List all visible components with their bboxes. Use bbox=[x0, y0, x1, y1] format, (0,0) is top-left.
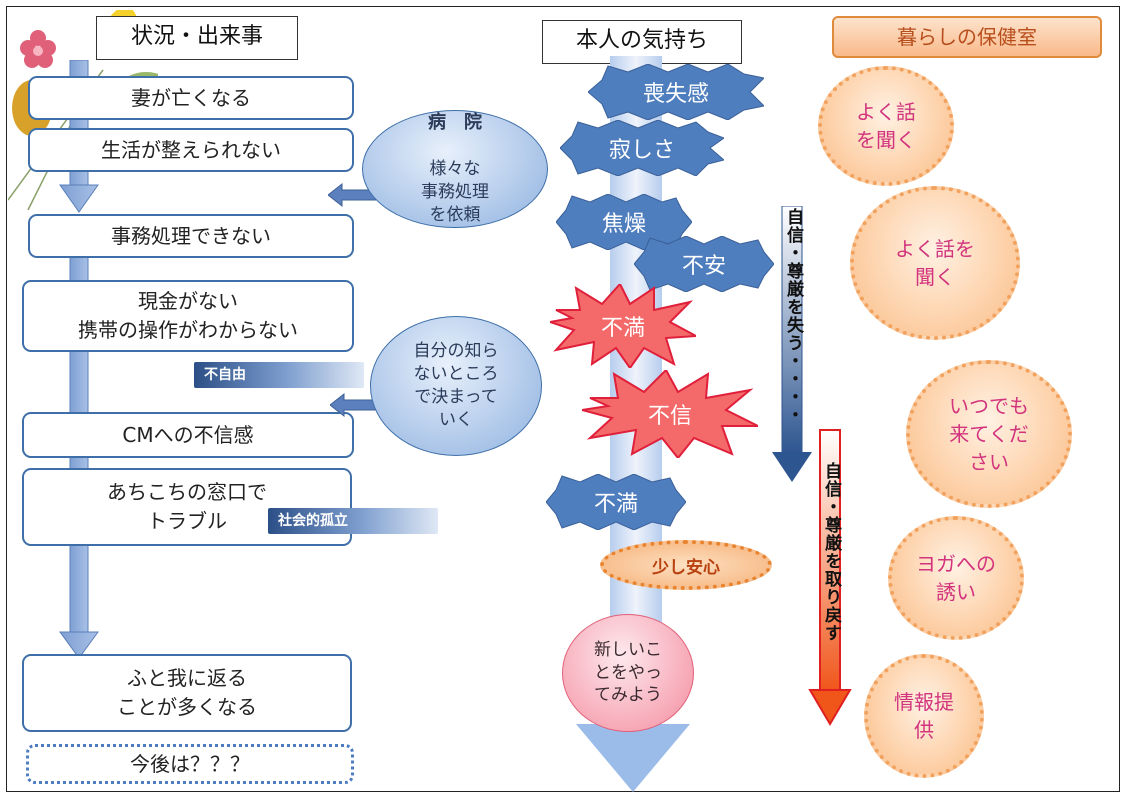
feeling-explosion-shape bbox=[550, 284, 696, 368]
support-come-anytime: いつでも 来てくだ さい bbox=[906, 360, 1072, 508]
event-box: あちこちの窓口で トラブル bbox=[22, 468, 352, 546]
left-arrow-icon bbox=[328, 182, 378, 208]
feeling-anxiety: 不安 bbox=[681, 254, 726, 279]
feeling-loneliness: 寂しさ bbox=[608, 138, 675, 163]
callout-decided-without-me: 自分の知ら ないところ で決まって いく bbox=[370, 316, 542, 456]
feeling-try-new: 新しいこ とをやっ てみよう bbox=[562, 614, 694, 732]
feeling-slight-relief: 少し安心 bbox=[600, 540, 772, 590]
header-feelings: 本人の気持ち bbox=[542, 20, 742, 64]
event-box: 妻が亡くなる bbox=[28, 76, 354, 120]
event-box-future: 今後は？？？ bbox=[26, 744, 354, 784]
down-arrow-icon bbox=[772, 206, 812, 482]
feeling-burst-shape bbox=[546, 474, 686, 530]
support-yoga: ヨガへの 誘い bbox=[888, 516, 1024, 640]
feeling-distrust: 不信 bbox=[647, 404, 692, 429]
callout-hospital-body: 様々な 事務処理 を依頼 bbox=[421, 159, 489, 226]
support-listen-1: よく話 を聞く bbox=[818, 66, 954, 186]
event-box: 現金がない 携帯の操作がわからない bbox=[22, 280, 354, 352]
feeling-impatience: 焦燥 bbox=[601, 212, 646, 237]
tag-fujiyu: 不自由 bbox=[194, 362, 364, 388]
feeling-explosion-shape bbox=[582, 370, 758, 458]
event-box: CMへの不信感 bbox=[22, 412, 354, 458]
feeling-dissatisfaction: 不満 bbox=[600, 316, 645, 341]
feeling-loss: 喪失感 bbox=[642, 82, 709, 107]
callout-hospital-title: 病 院 bbox=[428, 111, 482, 133]
feeling-burst-shape bbox=[588, 64, 764, 120]
label-regain-confidence: 自信・尊厳を取り戻す bbox=[821, 462, 841, 642]
feeling-burst-shape bbox=[560, 120, 724, 176]
left-arrow-icon bbox=[330, 392, 380, 418]
support-listen-2: よく話を 聞く bbox=[850, 186, 1020, 340]
label-lose-confidence: 自信・尊厳を失う・・・・ bbox=[783, 208, 803, 424]
event-box: ふと我に返る ことが多くなる bbox=[22, 654, 352, 732]
diagram-frame bbox=[6, 6, 1120, 792]
down-arrow-icon bbox=[808, 429, 852, 726]
header-health-room: 暮らしの保健室 bbox=[832, 16, 1102, 58]
header-situation: 状況・出来事 bbox=[96, 16, 298, 60]
event-box: 生活が整えられない bbox=[28, 128, 354, 172]
feeling-dissatisfaction-2: 不満 bbox=[593, 492, 638, 517]
event-box: 事務処理できない bbox=[28, 214, 354, 258]
support-information: 情報提 供 bbox=[864, 654, 984, 778]
callout-hospital: 病 院 様々な 事務処理 を依頼 bbox=[362, 110, 548, 228]
tag-social-isolation: 社会的孤立 bbox=[268, 508, 438, 534]
feeling-burst-shape bbox=[634, 236, 774, 292]
